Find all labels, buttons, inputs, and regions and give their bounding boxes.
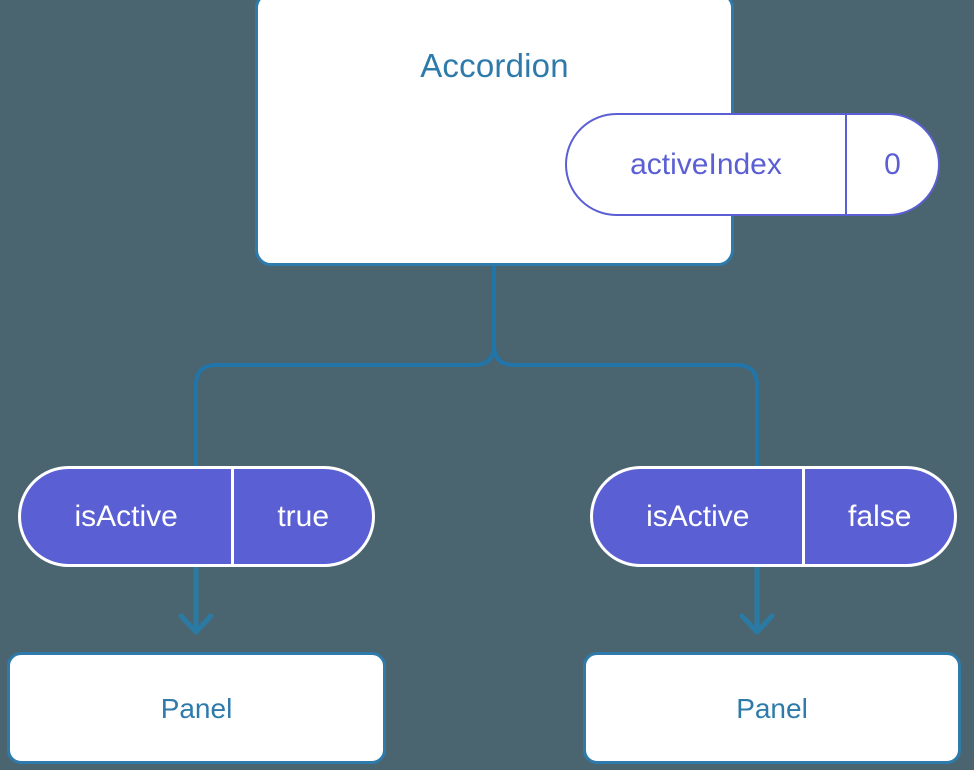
accordion-component-card[interactable]: Accordion activeIndex 0 [255,0,940,266]
activeindex-prop-key: activeIndex [630,147,782,181]
panel-title-right: Panel [736,693,808,724]
activeindex-prop-value: 0 [844,115,938,214]
accordion-title: Accordion [420,47,569,84]
panel-component-card-left[interactable]: Panel [7,652,386,764]
panel-title-left: Panel [160,693,233,724]
isactive-prop-key-right: isActive [646,499,750,533]
isactive-prop-value-left: true [231,469,372,564]
activeindex-prop-pill[interactable]: activeIndex 0 [565,113,940,216]
isactive-prop-key-left: isActive [74,499,178,533]
isactive-prop-pill-right[interactable]: isActive false [590,466,957,567]
panel-component-card-right[interactable]: Panel [583,652,961,764]
isactive-prop-value-right: false [802,469,954,564]
isactive-prop-pill-left[interactable]: isActive true [18,466,375,567]
